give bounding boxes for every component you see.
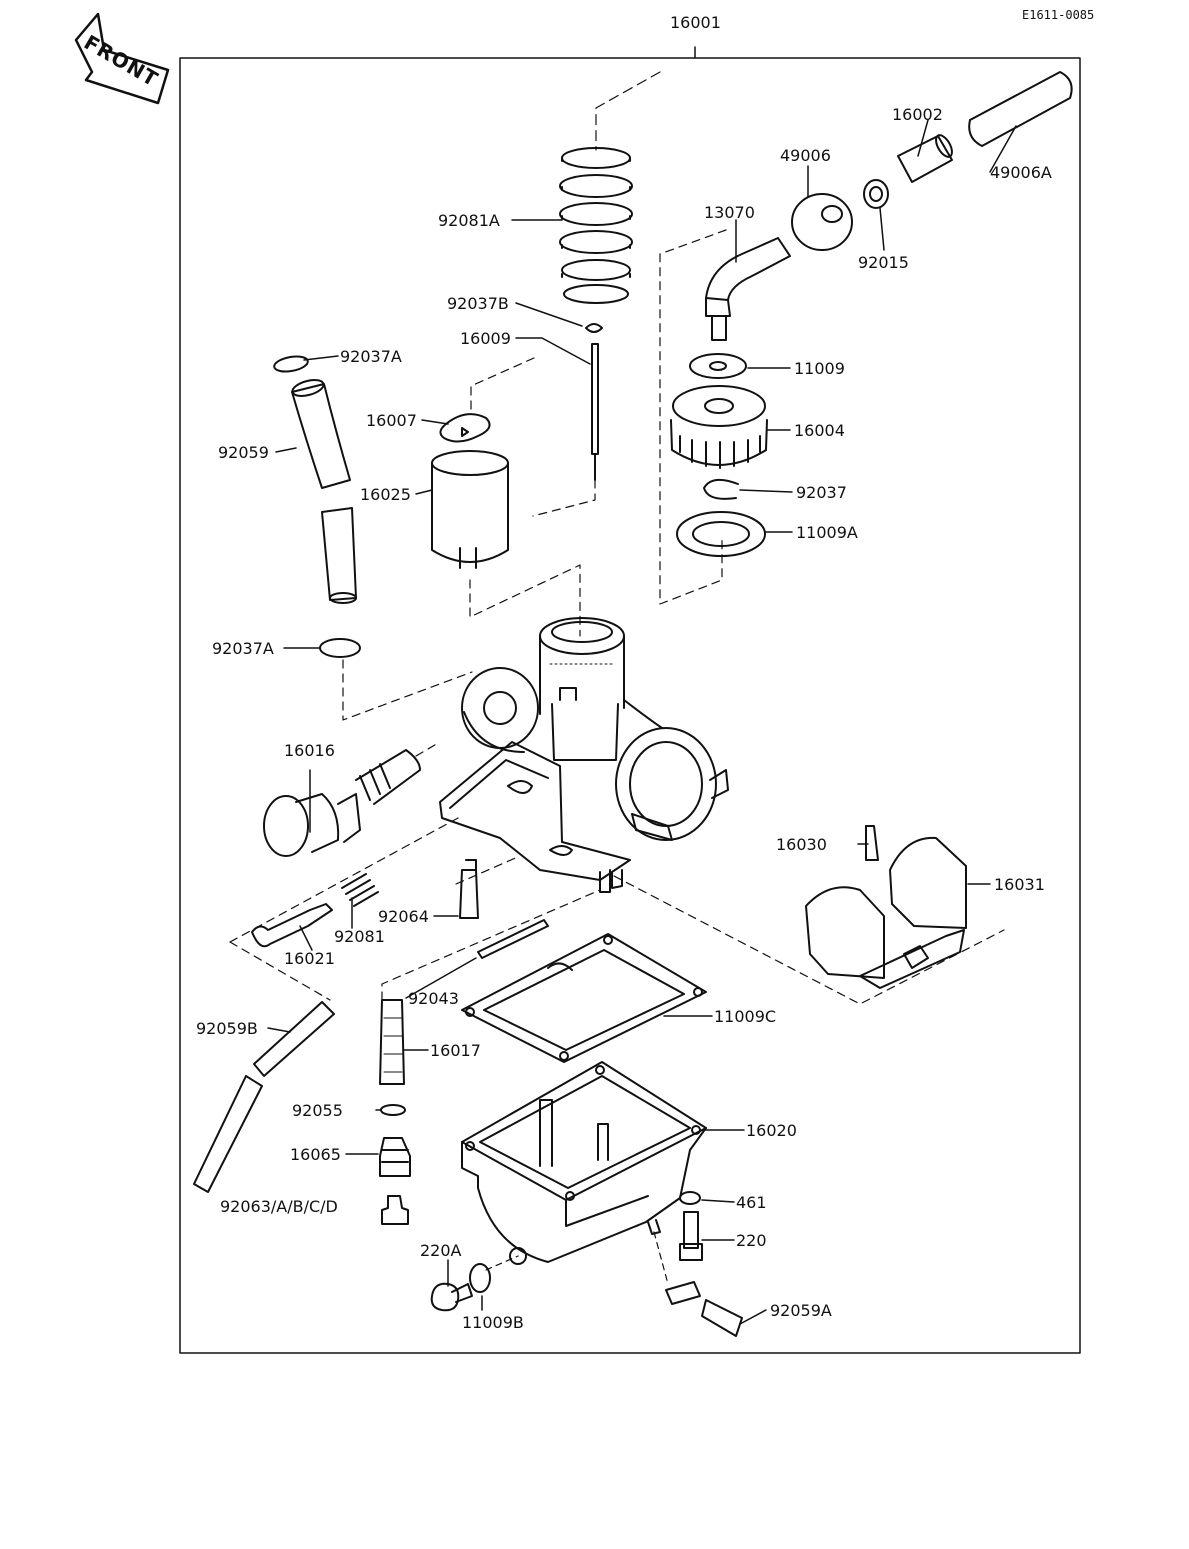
part-label-16004: 16004 <box>794 421 845 440</box>
part-label-16007: 16007 <box>366 411 417 430</box>
part-label-16017: 16017 <box>430 1041 481 1060</box>
part-label-461: 461 <box>736 1193 767 1212</box>
hose-icon <box>665 1281 701 1305</box>
needle-icon <box>591 343 599 455</box>
diagram-code: E1611-0085 <box>1022 8 1095 22</box>
assembly-frame <box>179 46 1081 1354</box>
leader-spring <box>595 71 661 151</box>
hose-icon <box>701 1299 743 1337</box>
part-label-16016: 16016 <box>284 741 335 760</box>
top-cap-icon <box>670 385 768 469</box>
float-bowl-icon <box>461 1061 707 1265</box>
screw-icon <box>683 1211 699 1249</box>
float-needle-icon <box>865 825 879 861</box>
hose-clamp-icon <box>273 355 309 373</box>
part-label-92063: 92063/A/B/C/D <box>220 1197 338 1216</box>
screw-icon <box>251 903 333 948</box>
choke-plunger-icon <box>263 741 441 857</box>
plate-icon <box>439 413 491 443</box>
part-label-16001: 16001 <box>670 13 721 32</box>
emulsion-tube-icon <box>379 999 405 1085</box>
main-jet-icon <box>381 1195 409 1225</box>
part-label-49006: 49006 <box>780 146 831 165</box>
circlip-icon <box>703 478 739 500</box>
part-label-16030: 16030 <box>776 835 827 854</box>
washer-icon <box>863 179 889 209</box>
part-label-16002: 16002 <box>892 105 943 124</box>
elbow-pipe-icon <box>705 237 791 301</box>
throttle-slide-icon <box>431 450 509 569</box>
part-label-11009c: 11009C <box>714 1007 777 1026</box>
hose-icon <box>291 379 357 604</box>
part-label-92043: 92043 <box>408 989 459 1008</box>
part-label-220: 220 <box>736 1231 767 1250</box>
part-label-16065: 16065 <box>290 1145 341 1164</box>
spring-icon <box>559 147 633 304</box>
hose-icon <box>253 1001 335 1077</box>
clip-icon <box>585 323 603 333</box>
part-label-92081: 92081 <box>334 927 385 946</box>
pin-icon <box>477 919 549 959</box>
part-label-16025: 16025 <box>360 485 411 504</box>
part-label-16020: 16020 <box>746 1121 797 1140</box>
boot-icon <box>968 71 1073 147</box>
o-ring-icon <box>380 1104 406 1116</box>
part-label-92037b: 92037B <box>447 294 509 313</box>
part-label-11009a: 11009A <box>796 523 858 542</box>
float-bowl-gasket-icon <box>461 933 707 1063</box>
washer-icon <box>689 353 747 379</box>
part-label-13070: 13070 <box>704 203 755 222</box>
part-label-220a: 220A <box>420 1241 462 1260</box>
hose-clamp-icon <box>319 638 361 658</box>
part-label-92059a: 92059A <box>770 1301 832 1320</box>
part-label-11009: 11009 <box>794 359 845 378</box>
float-icon <box>805 836 967 989</box>
washer-icon <box>679 1191 701 1205</box>
cap-icon <box>791 193 853 251</box>
part-label-11009b: 11009B <box>462 1313 524 1332</box>
part-label-92015: 92015 <box>858 253 909 272</box>
carburetor-body-icon <box>439 617 729 893</box>
needle-jet-icon <box>379 1137 411 1177</box>
washer-icon <box>469 1263 491 1293</box>
gasket-icon <box>676 511 766 557</box>
part-label-49006a: 49006A <box>990 163 1052 182</box>
part-label-92055: 92055 <box>292 1101 343 1120</box>
part-label-92059: 92059 <box>218 443 269 462</box>
part-label-16009: 16009 <box>460 329 511 348</box>
spring-icon <box>341 873 379 907</box>
part-label-92037a-top: 92037A <box>340 347 402 366</box>
part-label-92059b: 92059B <box>196 1019 258 1038</box>
part-label-92064: 92064 <box>378 907 429 926</box>
jet-icon <box>459 869 479 919</box>
hose-icon <box>193 1075 263 1193</box>
nut-icon <box>897 135 953 183</box>
part-label-16031: 16031 <box>994 875 1045 894</box>
part-label-92081a: 92081A <box>438 211 500 230</box>
part-label-92037: 92037 <box>796 483 847 502</box>
part-label-92037a-low: 92037A <box>212 639 274 658</box>
drain-screw-icon <box>430 1282 460 1312</box>
front-arrow-icon <box>74 12 170 105</box>
part-label-16021: 16021 <box>284 949 335 968</box>
